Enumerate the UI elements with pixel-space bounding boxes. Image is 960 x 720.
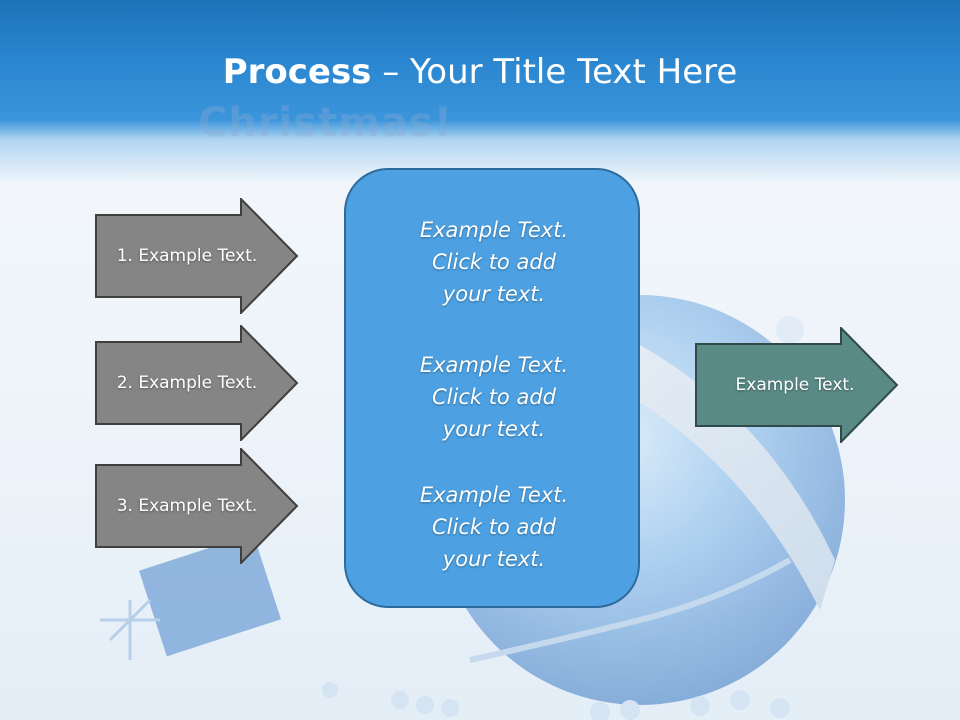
background-watermark-text: Christmas! (198, 100, 453, 146)
text-line: Click to add (431, 250, 556, 274)
text-line: Click to add (431, 385, 556, 409)
step-arrow-1[interactable]: 1. Example Text. (95, 198, 299, 314)
center-text-box[interactable]: Example Text. Click to add your text. Ex… (344, 168, 640, 608)
arrow-shape (95, 198, 299, 314)
text-block-3[interactable]: Example Text. Click to add your text. (346, 479, 642, 575)
step-arrow-label: 2. Example Text. (116, 373, 258, 393)
text-line: Click to add (431, 515, 556, 539)
result-arrow-label: Example Text. (735, 375, 855, 395)
text-line: your text. (442, 547, 546, 571)
text-line: your text. (442, 417, 546, 441)
slide-title-bold: Process (222, 52, 372, 92)
text-line: your text. (442, 282, 546, 306)
text-block-2[interactable]: Example Text. Click to add your text. (346, 349, 642, 445)
step-arrow-3[interactable]: 3. Example Text. (95, 448, 299, 564)
arrow-shape (95, 325, 299, 441)
slide-title-rest: – Your Title Text Here (371, 52, 738, 92)
text-line: Example Text. (419, 353, 569, 377)
step-arrow-label: 3. Example Text. (116, 496, 258, 516)
step-arrow-2[interactable]: 2. Example Text. (95, 325, 299, 441)
text-line: Example Text. (419, 483, 569, 507)
text-block-1[interactable]: Example Text. Click to add your text. (346, 214, 642, 310)
text-line: Example Text. (419, 218, 569, 242)
step-arrow-label: 1. Example Text. (116, 246, 258, 266)
slide-title[interactable]: Process – Your Title Text Here (0, 52, 960, 92)
result-arrow[interactable]: Example Text. (695, 327, 899, 443)
arrow-shape (95, 448, 299, 564)
arrow-shape (695, 327, 899, 443)
title-banner (0, 0, 960, 185)
